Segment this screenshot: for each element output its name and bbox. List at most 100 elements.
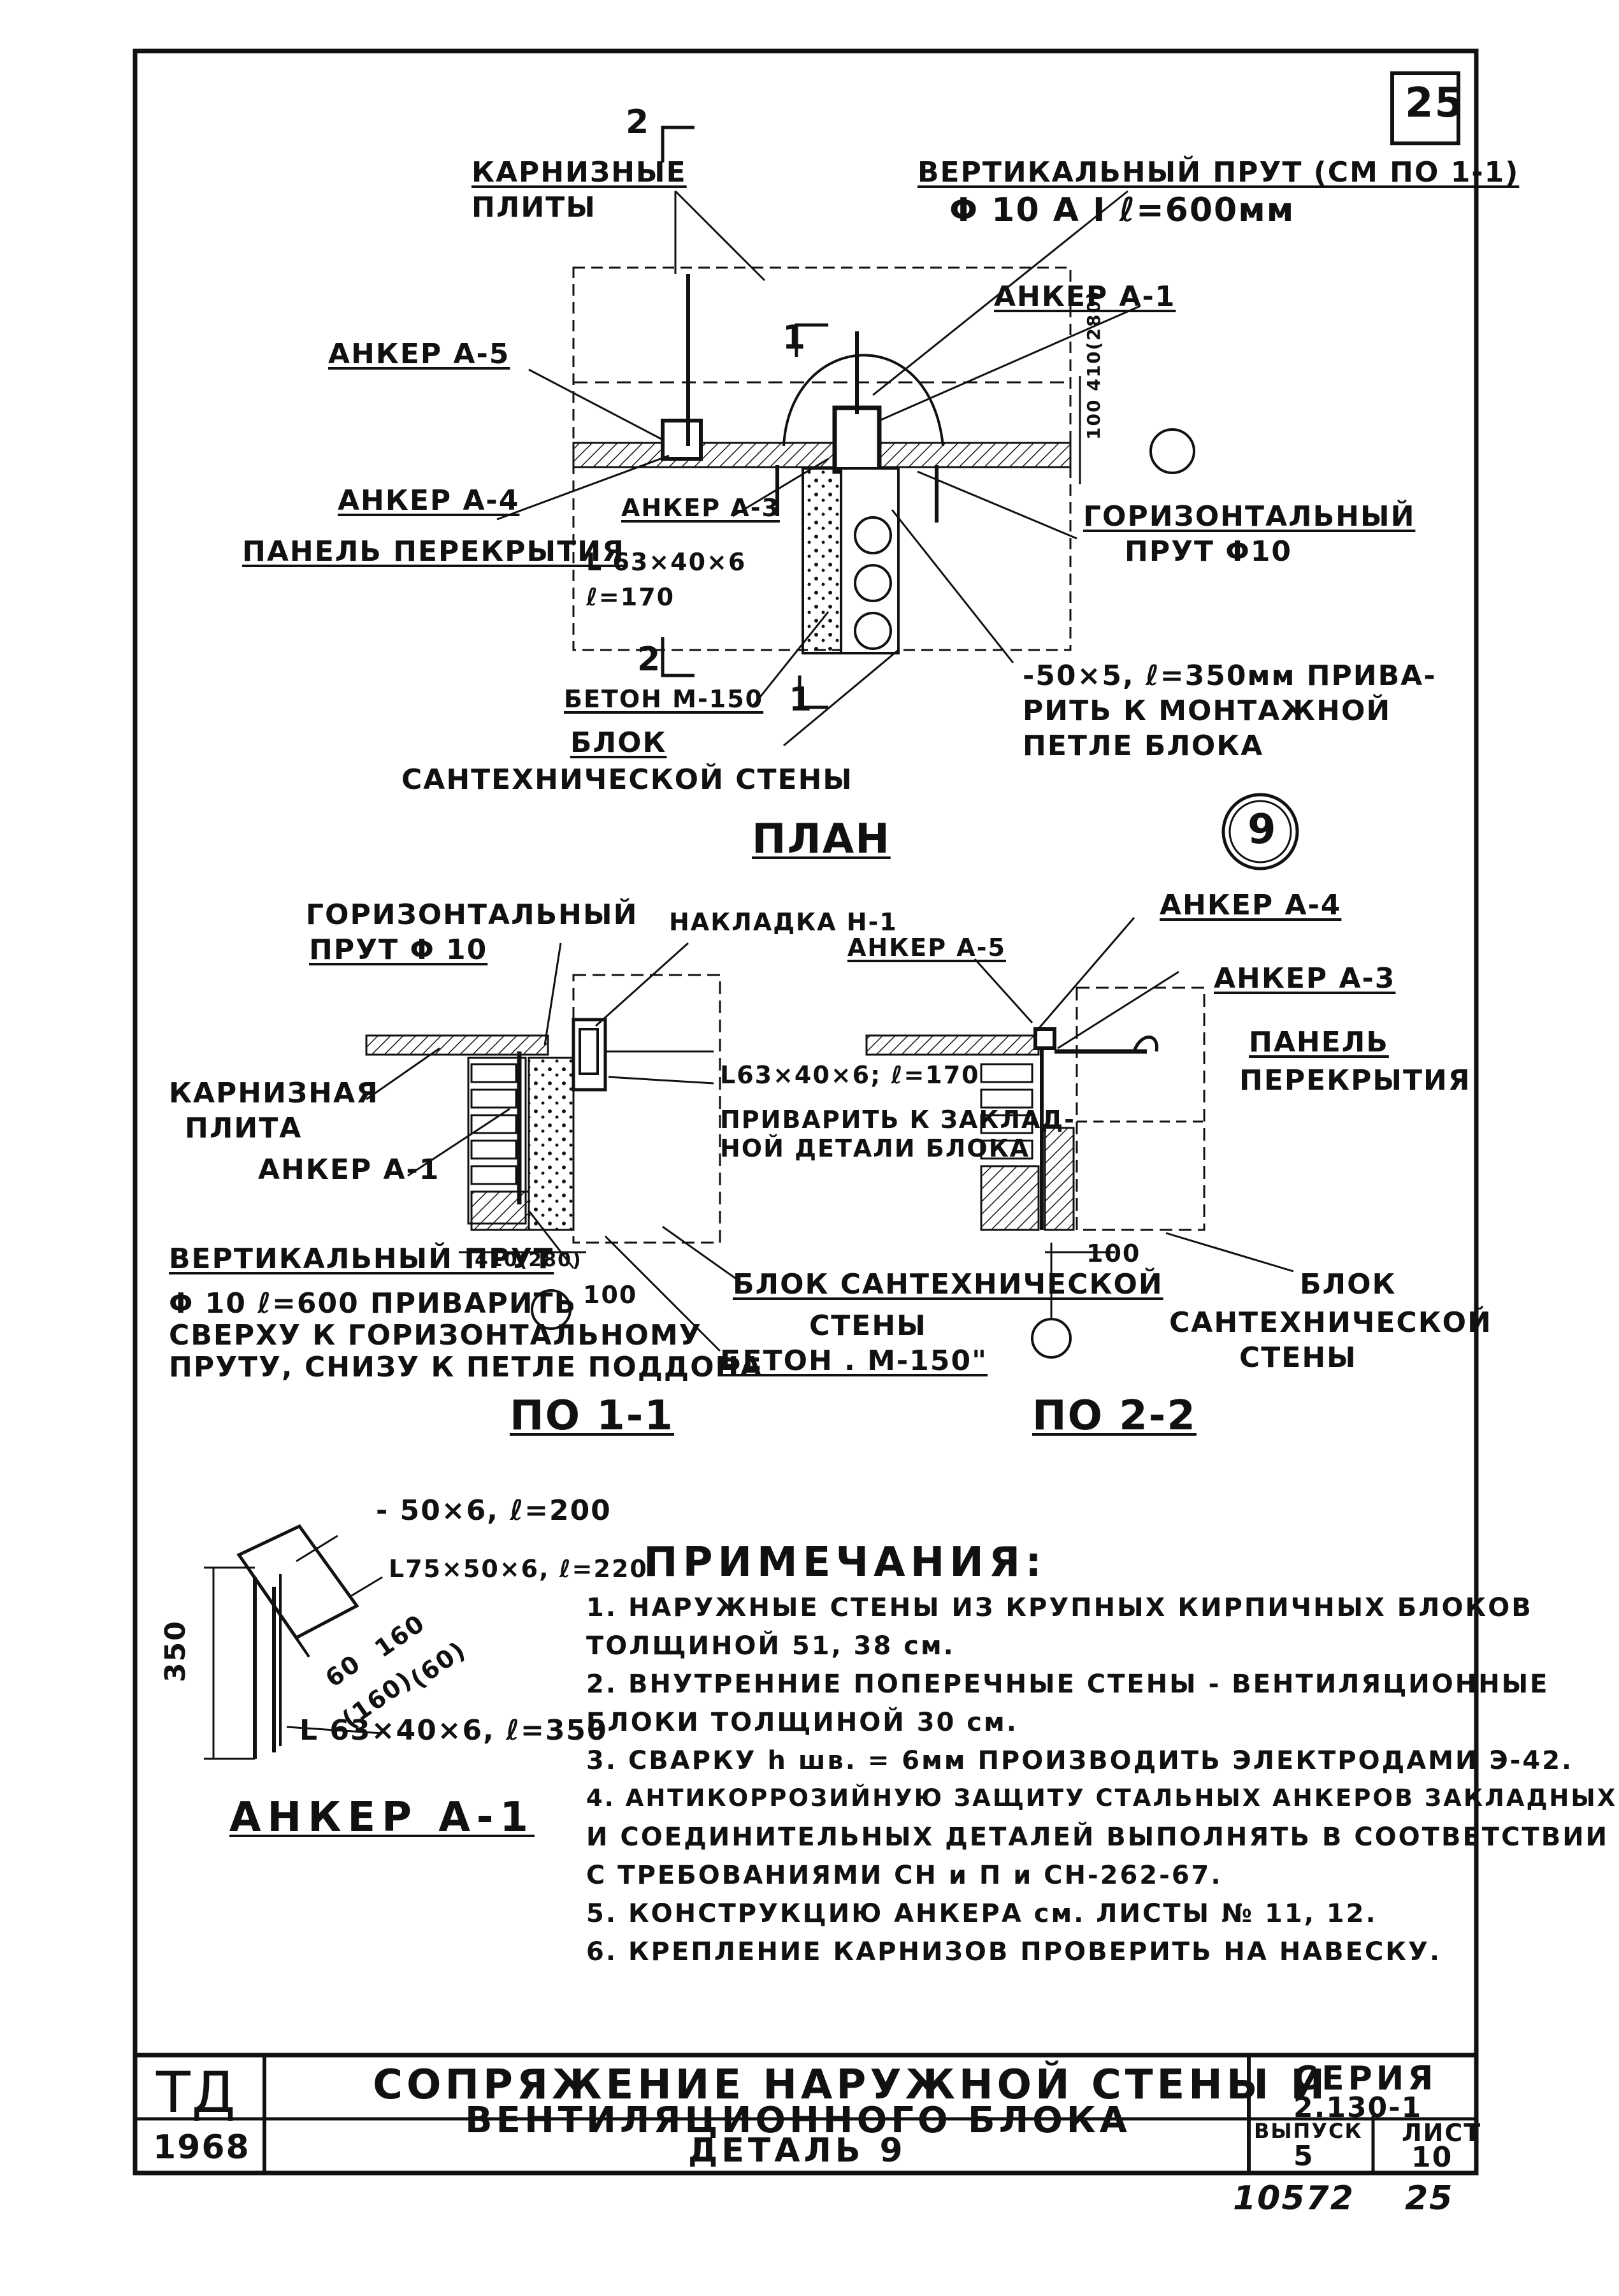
section-2-2-title: ПО 2-2: [1032, 1392, 1197, 1440]
label-floor-panel-plan: ПАНЕЛЬ ПЕРЕКРЫТИЯ: [242, 535, 625, 568]
anchor-dimension-350: 350: [159, 1620, 192, 1682]
label-angle-plan: L 63×40×6: [586, 548, 747, 576]
s2-label-panel-2: ПЕРЕКРЫТИЯ: [1239, 1064, 1471, 1097]
anchor-a1-mark: [832, 405, 882, 474]
axis-circle: [1149, 428, 1195, 474]
s2-anchor-mark: [1033, 1027, 1056, 1050]
s1-label-overlay: НАКЛАДКА Н-1: [669, 908, 898, 936]
issue-label: ВЫПУСК: [1254, 2119, 1363, 2143]
title-block-year: 1968: [153, 2128, 250, 2167]
footer-page-number: 25: [1405, 2179, 1454, 2218]
s1-label-cornice-2: ПЛИТА: [185, 1112, 303, 1144]
section-mark-1: 1: [782, 319, 807, 357]
title-block-org: ТД: [156, 2060, 237, 2125]
s1-label-angle: L63×40×6; ℓ=170: [720, 1061, 980, 1089]
section-mark-2b: 2: [637, 640, 662, 679]
s2-label-panel: ПАНЕЛЬ: [1249, 1026, 1389, 1058]
page-number-box: [1390, 71, 1460, 145]
note-line: 3. СВАРКУ h шв. = 6мм ПРОИЗВОДИТЬ ЭЛЕКТР…: [586, 1746, 1574, 1775]
s1-dimension-100: 100: [583, 1281, 638, 1309]
note-line: И СОЕДИНИТЕЛЬНЫХ ДЕТАЛЕЙ ВЫПОЛНЯТЬ В СОО…: [586, 1823, 1609, 1852]
s1-label-weld-2: НОЙ ДЕТАЛИ БЛОКА: [720, 1134, 1030, 1162]
s1-label-vertical-rod: ВЕРТИКАЛЬНЫЙ ПРУТ: [169, 1243, 554, 1275]
s2-cornice-slab: [865, 1034, 1040, 1056]
section-1-1-view: [365, 942, 740, 1352]
label-anchor-a5-plan: АНКЕР А-5: [328, 338, 510, 370]
series-value: 2.130-1: [1293, 2091, 1423, 2124]
section-mark-1b: 1: [789, 681, 814, 719]
label-block-plan: БЛОК: [570, 726, 667, 759]
label-strip-3: ПЕТЛЕ БЛОКА: [1023, 730, 1264, 762]
s1-label-block: БЛОК САНТЕХНИЧЕСКОЙ: [733, 1268, 1163, 1301]
plan-dimension-vertical: 100 410(280): [1083, 290, 1104, 440]
label-strip-1: -50×5, ℓ=350мм ПРИВА-: [1023, 660, 1437, 692]
detail-9-circle: [1221, 793, 1299, 870]
section-1-1-title: ПО 1-1: [510, 1392, 674, 1440]
label-anchor-a4-plan: АНКЕР А-4: [338, 484, 520, 517]
plan-title: ПЛАН: [752, 816, 891, 863]
label-vertical-rod: ВЕРТИКАЛЬНЫЙ ПРУТ (СМ ПО 1-1): [917, 156, 1520, 189]
label-angle-length-plan: ℓ=170: [586, 583, 675, 611]
s2-floor-panel: [1076, 986, 1205, 1231]
s1-label-concrete: БЕТОН . М-150": [720, 1345, 988, 1377]
label-horizontal-rod-plan: ГОРИЗОНТАЛЬНЫЙ: [1083, 500, 1416, 533]
s2-label-anchor-a5: АНКЕР А-5: [847, 934, 1006, 962]
s1-axis-circle: [531, 1289, 572, 1330]
series-label: СЕРИЯ: [1293, 2060, 1437, 2098]
note-line: 1. НАРУЖНЫЕ СТЕНЫ ИЗ КРУПНЫХ КИРПИЧНЫХ Б…: [586, 1593, 1533, 1622]
label-anchor-a3-plan: АНКЕР А-3: [621, 494, 780, 522]
s1-label-vertical-rod-3: СВЕРХУ К ГОРИЗОНТАЛЬНОМУ: [169, 1319, 702, 1352]
s2-label-anchor-a3: АНКЕР А-3: [1214, 962, 1396, 995]
anchor-a5-mark: [661, 419, 703, 461]
s1-label-anchor-a1: АНКЕР А-1: [258, 1153, 440, 1186]
s1-label-horizontal-rod-spec: ПРУТ Φ 10: [309, 934, 488, 966]
label-horizontal-rod-spec: ПРУТ Φ10: [1125, 535, 1292, 568]
label-block-plan-2: САНТЕХНИЧЕСКОЙ СТЕНЫ: [401, 763, 854, 796]
section-mark-2: 2: [626, 103, 651, 141]
sheet-label: ЛИСТ: [1402, 2119, 1482, 2147]
section-2-2-view: [865, 917, 1294, 1359]
note-line: 4. АНТИКОРРОЗИЙНУЮ ЗАЩИТУ СТАЛЬНЫХ АНКЕР…: [586, 1784, 1618, 1812]
footer-doc-number: 10572: [1233, 2179, 1355, 2218]
note-line: 2. ВНУТРЕННИЕ ПОПЕРЕЧНЫЕ СТЕНЫ - ВЕНТИЛЯ…: [586, 1670, 1550, 1699]
anchor-a1-title: АНКЕР А-1: [229, 1794, 535, 1841]
s1-label-horizontal-rod: ГОРИЗОНТАЛЬНЫЙ: [306, 899, 638, 931]
s1-dimension-410: 410(280): [475, 1249, 582, 1271]
note-line: БЛОКИ ТОЛЩИНОЙ 30 см.: [586, 1708, 1018, 1737]
s1-label-block-2: СТЕНЫ: [809, 1310, 927, 1342]
s2-label-block: БЛОК: [1300, 1268, 1397, 1301]
label-vertical-rod-spec: Φ 10 A I ℓ=600мм: [949, 191, 1295, 229]
anchor-label-strip: - 50×6, ℓ=200: [376, 1494, 612, 1527]
s2-label-block-3: СТЕНЫ: [1239, 1341, 1357, 1374]
anchor-label-bottom-angle: L 63×40×6, ℓ=350: [299, 1714, 608, 1747]
note-line: 6. КРЕПЛЕНИЕ КАРНИЗОВ ПРОВЕРИТЬ НА НАВЕС…: [586, 1937, 1442, 1967]
anchor-label-top-angle: L75×50×6, ℓ=220: [389, 1555, 648, 1583]
title-block-title-1: СОПРЯЖЕНИЕ НАРУЖНОЙ СТЕНЫ И: [373, 2061, 1328, 2109]
label-strip-2: РИТЬ К МОНТАЖНОЙ: [1023, 695, 1392, 727]
s2-label-block-2: САНТЕХНИЧЕСКОЙ: [1169, 1306, 1492, 1339]
page-number: 25: [1405, 80, 1465, 127]
anchor-a1-detail: [204, 1524, 383, 1760]
s2-axis-circle: [1031, 1318, 1072, 1359]
label-concrete-plan: БЕТОН М-150: [564, 685, 764, 713]
sheet-frame: [133, 48, 1479, 2176]
s2-label-anchor-a4: АНКЕР А-4: [1160, 889, 1342, 921]
sheet-value: 10: [1411, 2141, 1453, 2174]
detail-number: 9: [1248, 806, 1276, 853]
s1-concrete-fill: [528, 1057, 575, 1231]
issue-value: 5: [1293, 2140, 1314, 2172]
s1-block-outline: [572, 974, 721, 1244]
plan-view: [496, 126, 1299, 870]
s1-label-cornice: КАРНИЗНАЯ: [169, 1077, 379, 1109]
s1-label-weld-1: ПРИВАРИТЬ К ЗАКЛАД-: [720, 1106, 1076, 1134]
title-block-title-2: ВЕНТИЛЯЦИОННОГО БЛОКА: [465, 2100, 1131, 2141]
label-cornice-slabs: КАРНИЗНЫЕ: [471, 156, 687, 189]
label-cornice-slabs-2: ПЛИТЫ: [471, 191, 596, 224]
note-line: 5. КОНСТРУКЦИЮ АНКЕРА см. ЛИСТЫ № 11, 12…: [586, 1899, 1378, 1928]
notes-heading: ПРИМЕЧАНИЯ:: [644, 1539, 1047, 1586]
s1-label-vertical-rod-2: Φ 10 ℓ=600 ПРИВАРИТЬ: [169, 1287, 577, 1320]
s1-label-vertical-rod-4: ПРУТУ, СНИЗУ К ПЕТЛЕ ПОДДОНА: [169, 1351, 763, 1383]
note-line: С ТРЕБОВАНИЯМИ СН и П и СН-262-67.: [586, 1861, 1223, 1890]
